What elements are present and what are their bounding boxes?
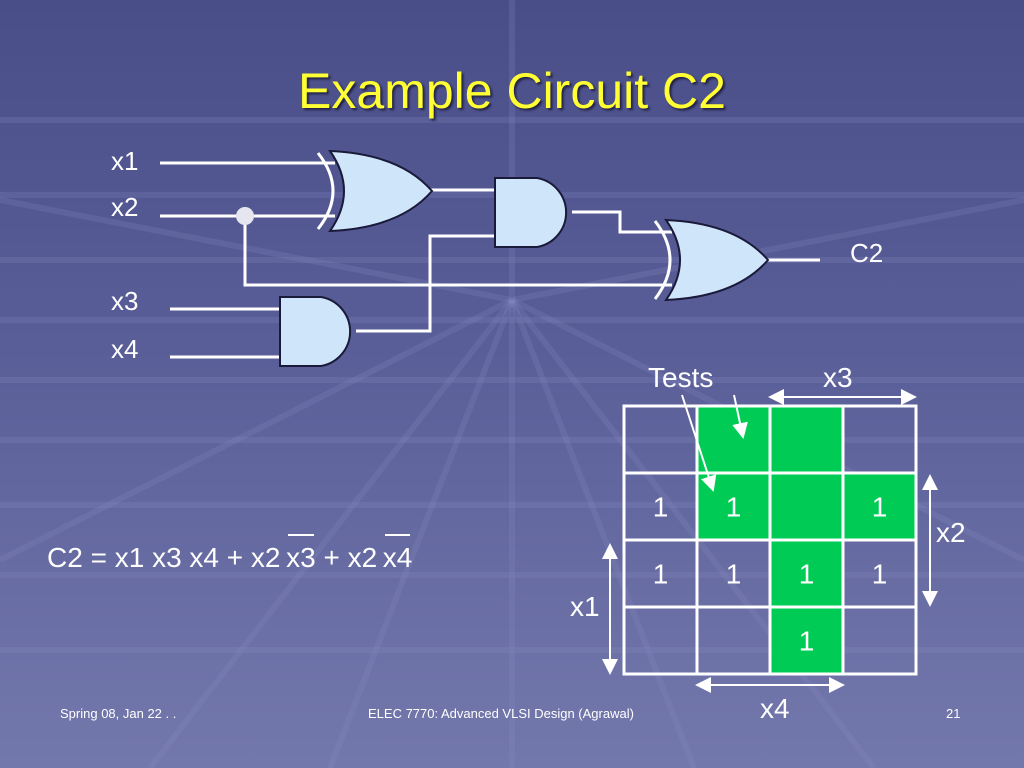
formula-lhs: C2 <box>47 542 83 573</box>
kmap-cell <box>695 404 772 475</box>
formula-eq: = <box>90 542 107 573</box>
wire-x2-branch <box>243 216 672 287</box>
or-gate-1 <box>316 149 434 233</box>
formula-plus-2: + <box>323 542 340 573</box>
and-gate-2 <box>279 296 352 367</box>
input-label-x1: x1 <box>111 146 139 176</box>
kmap-cell <box>622 404 699 475</box>
or-gate-2 <box>653 218 770 302</box>
kmap-cell <box>622 605 699 676</box>
footer-center: ELEC 7770: Advanced VLSI Design (Agrawal… <box>368 706 634 721</box>
wire-and2-out <box>356 234 495 333</box>
formula-term-3-x4-bar: x4 <box>382 534 413 573</box>
boolean-formula: C2 = x1 x3 x4 + x2 x3 + x2 x4 <box>47 534 413 573</box>
tests-arrow-1 <box>732 394 748 439</box>
footer-left: Spring 08, Jan 22 . . <box>60 706 177 721</box>
formula-term-1: x1 x3 x4 <box>114 542 219 573</box>
kmap-cell-value: 1 <box>653 559 669 590</box>
tests-label: Tests <box>648 362 714 393</box>
kmap-cell <box>695 605 772 676</box>
kmap-cell <box>768 404 845 475</box>
kmap-cell-value: 1 <box>726 559 742 590</box>
kmap-cell-value: 1 <box>872 559 888 590</box>
and-gate-1 <box>494 177 568 248</box>
kmap-cell-value: 1 <box>799 559 815 590</box>
tests-arrow-2 <box>681 394 717 492</box>
input-label-x4: x4 <box>111 334 139 364</box>
formula-term-2-x2: x2 <box>250 542 281 573</box>
input-label-x2: x2 <box>111 192 139 222</box>
kmap-cell <box>768 471 845 542</box>
formula-plus-1: + <box>226 542 244 573</box>
kmap-cell-value: 1 <box>799 626 815 657</box>
kmap-left-var-x1: x1 <box>570 591 600 622</box>
footer-right: 21 <box>946 706 961 721</box>
kmap-cell-value: 1 <box>872 492 888 523</box>
kmap-cell <box>841 605 918 676</box>
kmap-col-var-x3: x3 <box>823 362 853 393</box>
input-label-x3: x3 <box>111 286 139 316</box>
formula-term-2-x3-bar: x3 <box>286 534 316 573</box>
kmap-cell-value: 1 <box>653 492 669 523</box>
wire-and1-out <box>572 210 672 234</box>
formula-term-3-x2: x2 <box>347 542 378 573</box>
kmap-cell <box>841 404 918 475</box>
slide-title: Example Circuit C2 <box>298 63 726 119</box>
output-label-c2: C2 <box>850 238 884 268</box>
junction-dot <box>236 207 254 225</box>
kmap-row-var-x2: x2 <box>936 517 966 548</box>
kmap-bottom-var-x4: x4 <box>760 693 790 724</box>
kmap-cell-value: 1 <box>726 492 742 523</box>
